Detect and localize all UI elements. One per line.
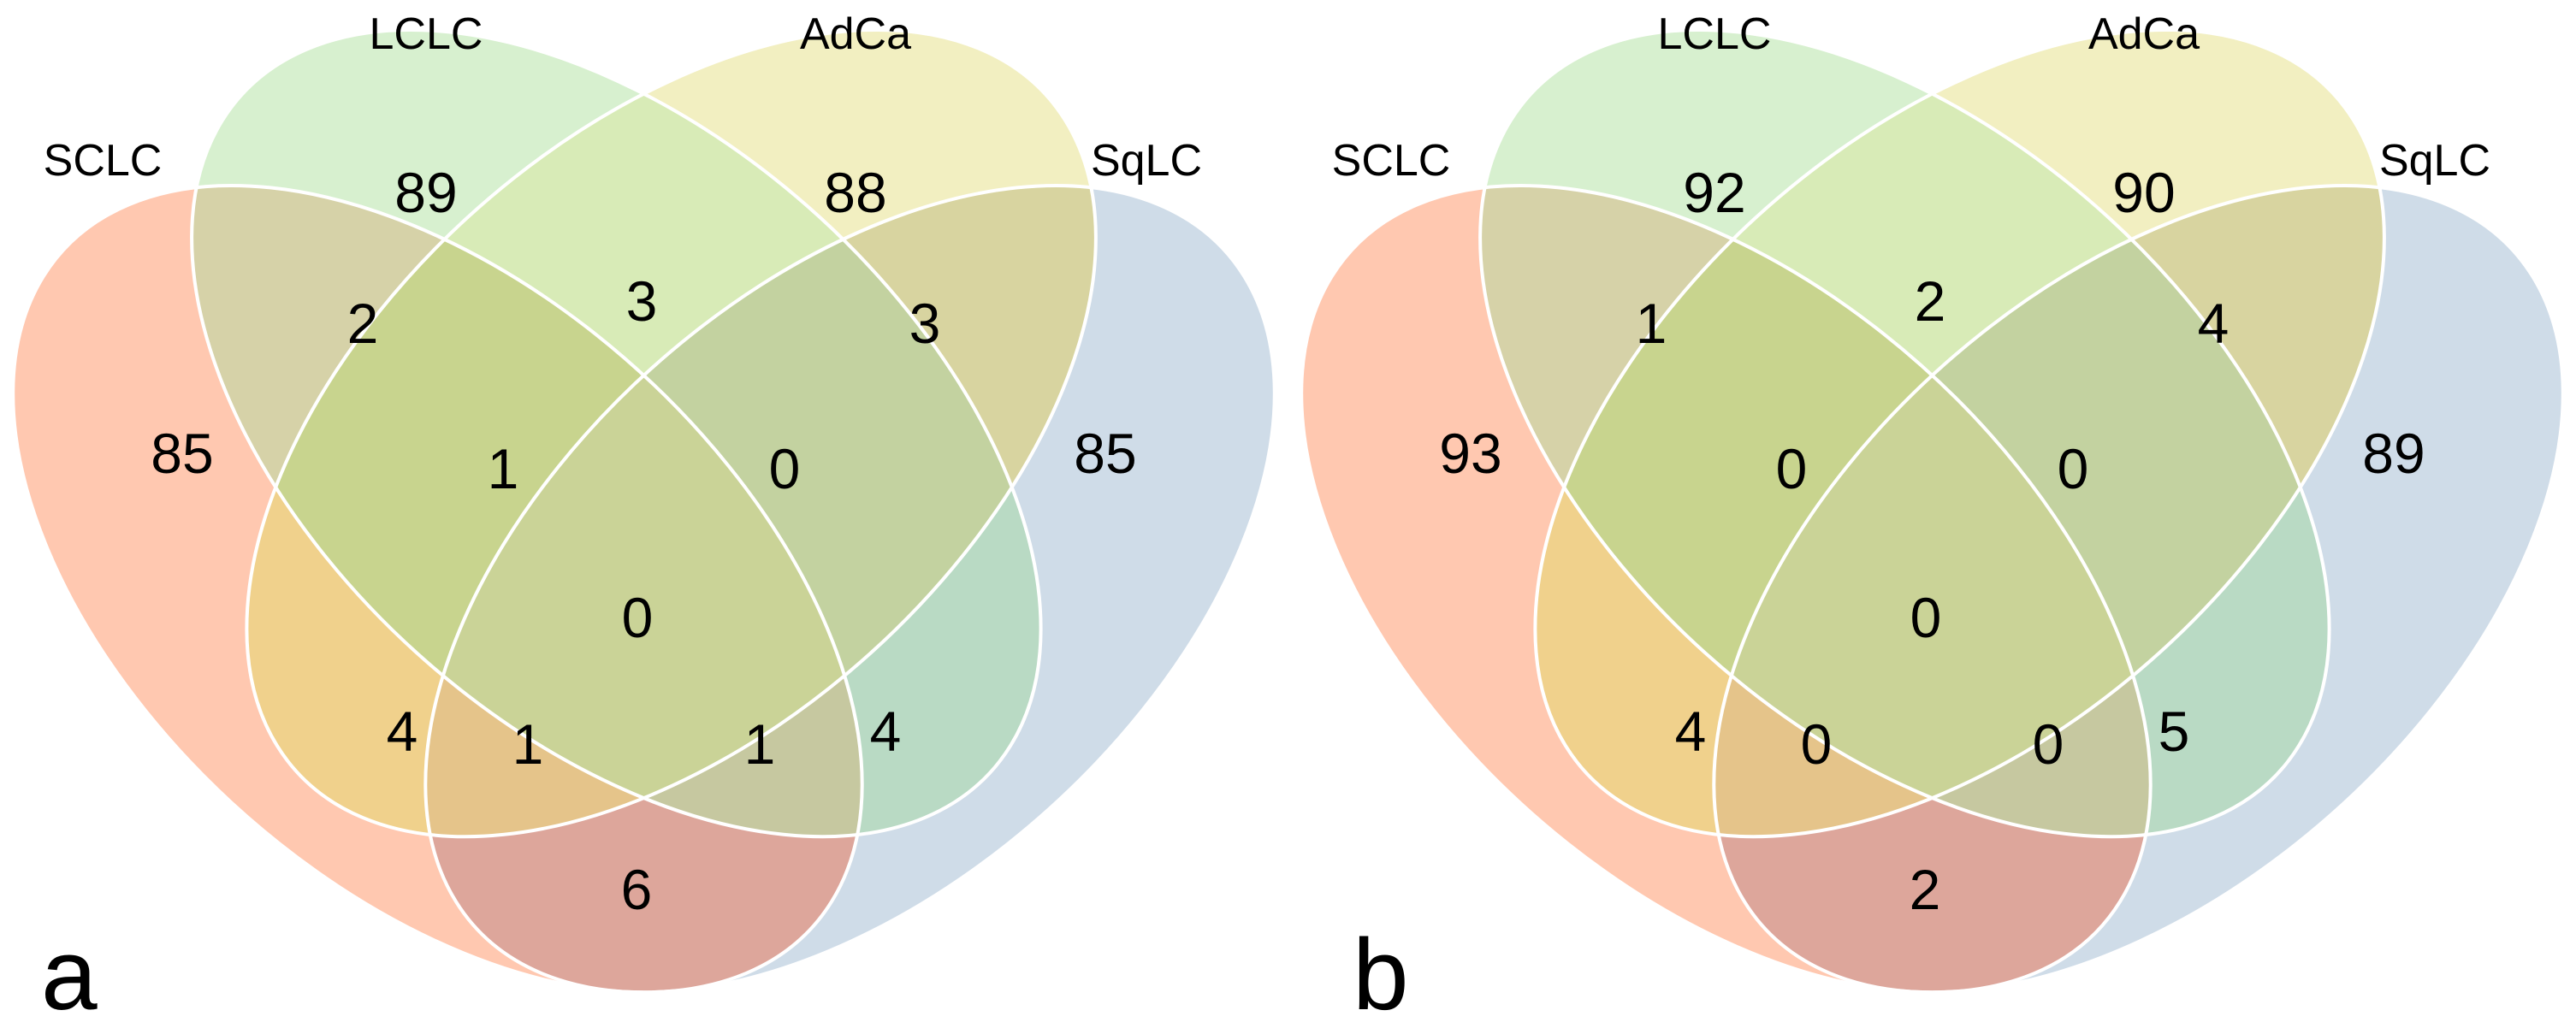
set-label-sclc: SCLC: [1332, 136, 1451, 186]
count-lclc-only: 89: [394, 161, 457, 224]
set-label-sclc: SCLC: [44, 136, 163, 186]
count-sclc-lclc-adca: 1: [488, 437, 519, 500]
count-sclc-lclc-adca: 0: [1776, 437, 1808, 500]
set-label-sqlc: SqLC: [1091, 136, 1202, 186]
count-sclc-adca-sqlc: 1: [512, 712, 544, 776]
venn-panel-b: SCLC LCLC AdCa SqLC 93 92 90 89 1 2 4 0 …: [1288, 0, 2576, 1028]
panel-letter: b: [1353, 919, 1409, 1028]
venn-shapes: [1288, 0, 2576, 1028]
outline-sqlc: [298, 21, 1288, 1028]
set-label-adca: AdCa: [2088, 9, 2200, 59]
count-sclc-sqlc: 2: [1910, 858, 1941, 921]
count-adca-sqlc: 3: [909, 292, 941, 355]
set-label-lclc: LCLC: [370, 9, 483, 59]
outline-sclc: [1288, 21, 2278, 1028]
count-sqlc-only: 85: [1074, 422, 1136, 485]
count-adca-sqlc: 4: [2198, 292, 2230, 355]
count-sclc-only: 93: [1439, 422, 1501, 485]
venn-panel-a: SCLC LCLC AdCa SqLC 85 89 88 85 2 3 3 1 …: [0, 0, 1288, 1028]
count-sclc-lclc-sqlc: 0: [2033, 712, 2064, 776]
count-sclc-only: 85: [151, 422, 213, 485]
count-adca-only: 90: [2112, 161, 2175, 224]
count-lclc-sqlc: 5: [2159, 700, 2190, 763]
count-sclc-adca: 4: [1675, 700, 1707, 763]
count-lclc-adca-sqlc: 0: [769, 437, 801, 500]
count-lclc-adca: 3: [626, 269, 658, 333]
outline-adca: [120, 0, 1223, 1001]
count-sqlc-only: 89: [2362, 422, 2425, 485]
outline-adca: [1408, 0, 2512, 1001]
outline-sclc: [0, 21, 990, 1028]
count-center: 0: [622, 586, 654, 649]
venn-shapes: [0, 0, 1288, 1028]
panel-letter: a: [41, 919, 98, 1028]
count-sclc-sqlc: 6: [621, 858, 653, 921]
count-sclc-lclc: 1: [1636, 292, 1667, 355]
set-label-sqlc: SqLC: [2379, 136, 2490, 186]
set-label-adca: AdCa: [800, 9, 911, 59]
count-center: 0: [1910, 586, 1942, 649]
count-lclc-sqlc: 4: [870, 700, 902, 763]
count-adca-only: 88: [824, 161, 886, 224]
set-label-lclc: LCLC: [1658, 9, 1772, 59]
count-lclc-only: 92: [1683, 161, 1745, 224]
outline-sqlc: [1586, 21, 2576, 1028]
count-lclc-adca: 2: [1915, 269, 1946, 333]
count-sclc-adca: 4: [387, 700, 418, 763]
outline-lclc: [64, 0, 1168, 1001]
count-sclc-adca-sqlc: 0: [1801, 712, 1833, 776]
count-sclc-lclc-sqlc: 1: [744, 712, 776, 776]
count-lclc-adca-sqlc: 0: [2058, 437, 2089, 500]
count-sclc-lclc: 2: [347, 292, 379, 355]
outline-lclc: [1353, 0, 2456, 1001]
